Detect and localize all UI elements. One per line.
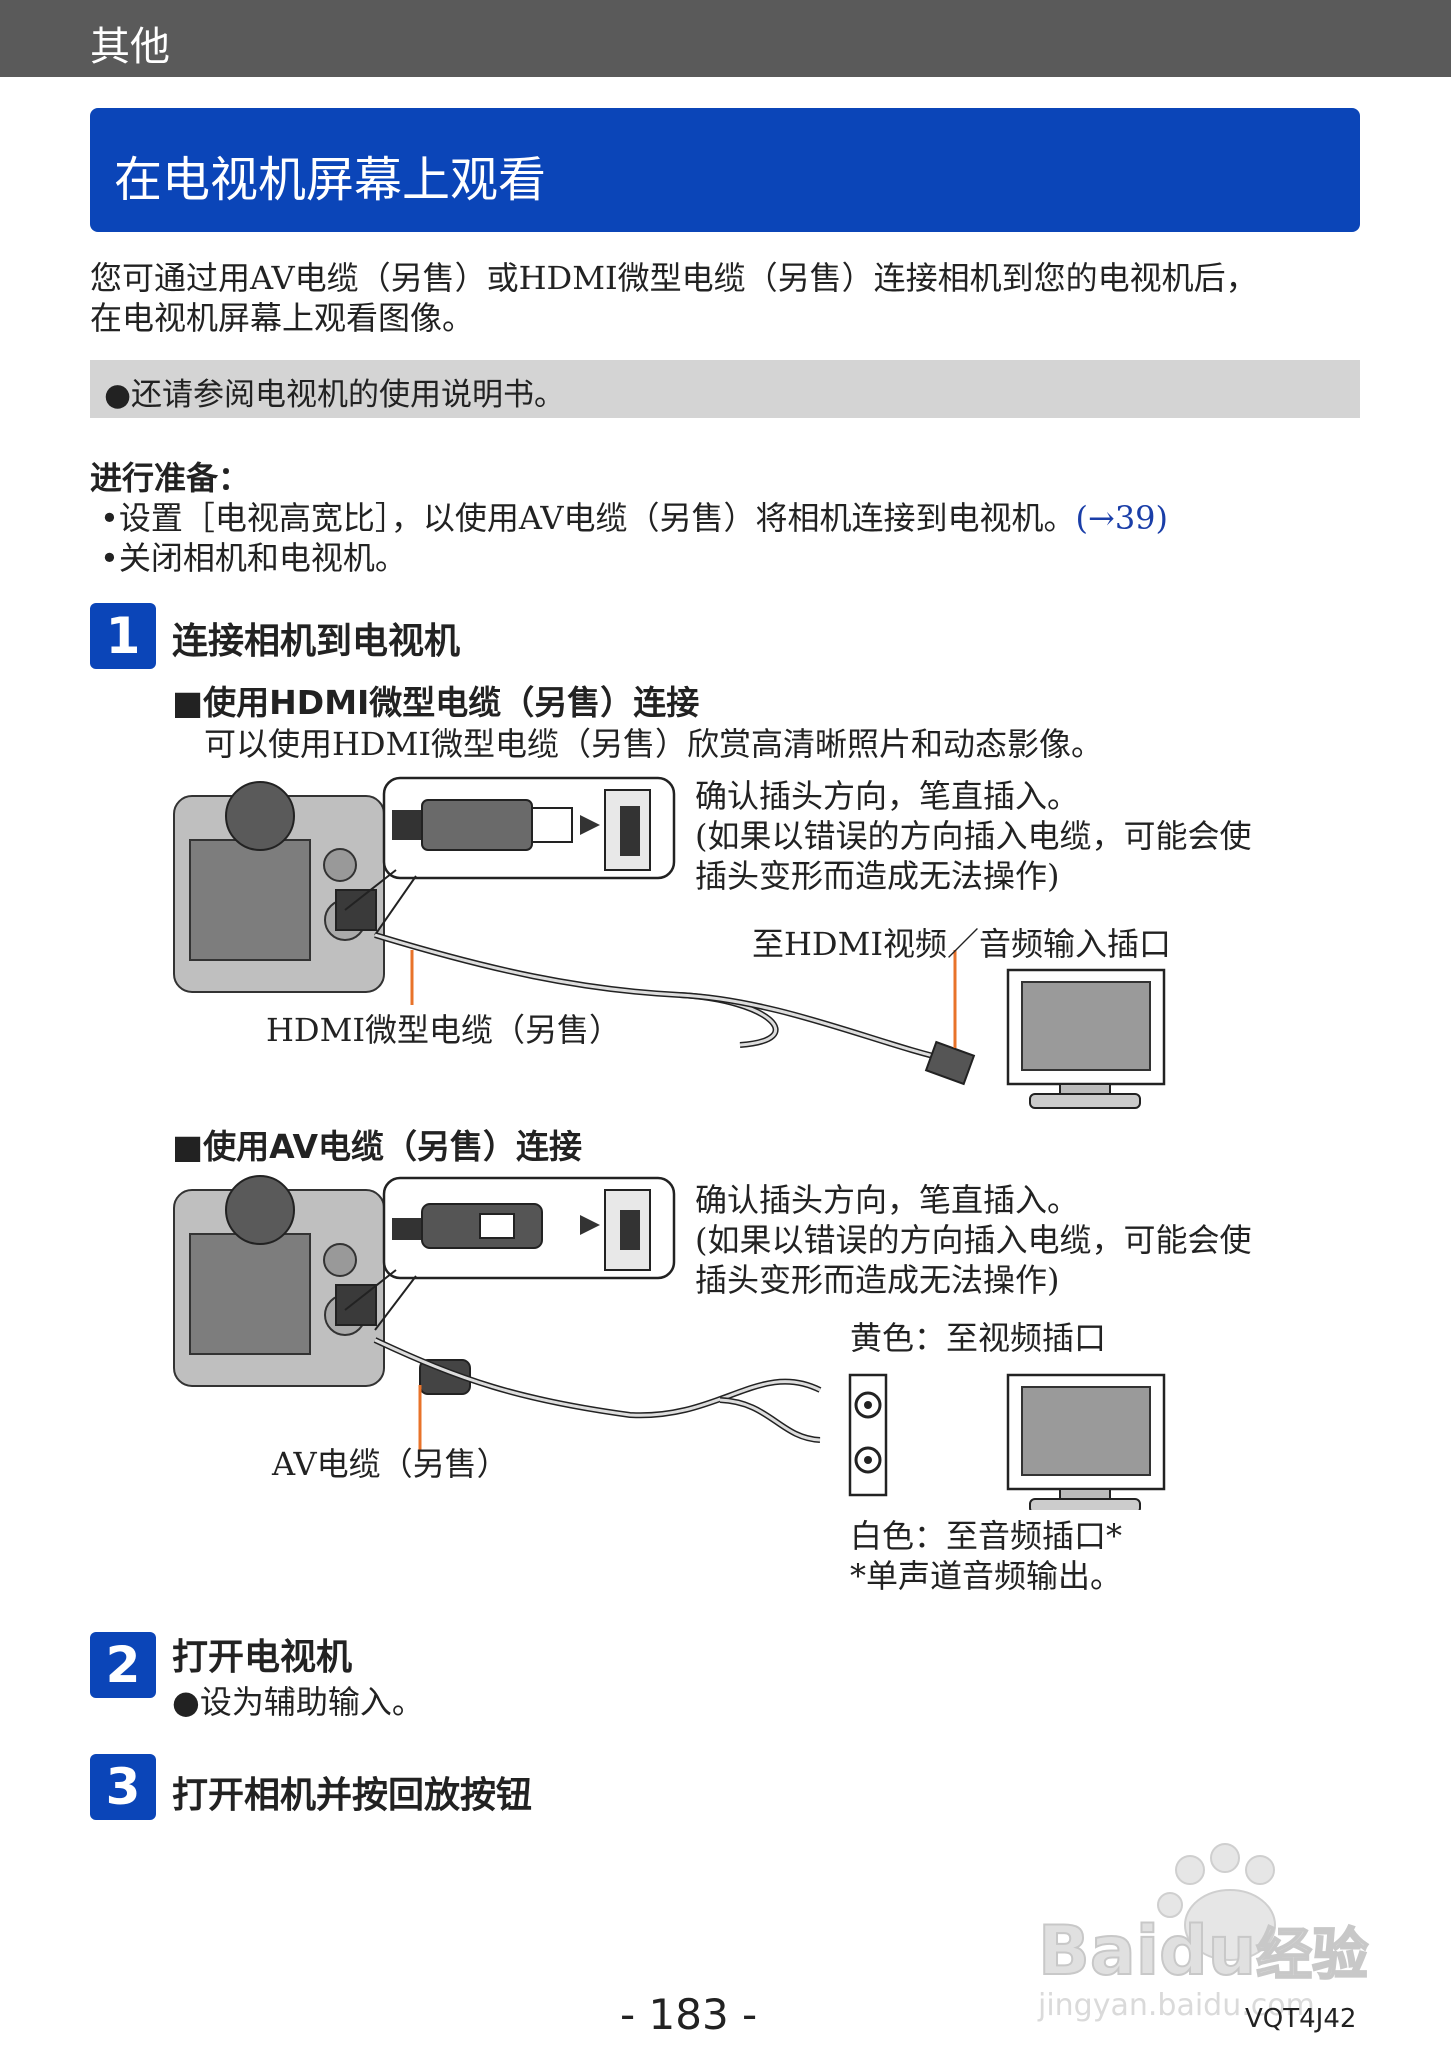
tv-illustration <box>1006 968 1166 1109</box>
section-header: 其他 <box>0 0 1451 77</box>
plug-zoom-inset <box>344 1176 676 1331</box>
preparation: 进行准备： •设置［电视高宽比］，以使用AV电缆（另售）将相机连接到电视机。(→… <box>90 458 1390 578</box>
prep-item-1-text: •设置［电视高宽比］，以使用AV电缆（另售）将相机连接到电视机。 <box>100 499 1076 537</box>
camera-illustration <box>173 1175 385 1387</box>
intro-text: 您可通过用AV电缆（另售）或HDMI微型电缆（另售）连接相机到您的电视机后， 在… <box>90 258 1370 338</box>
camera-illustration <box>173 781 385 993</box>
av-tip-1: 确认插头方向，笔直插入。 <box>695 1181 1080 1219</box>
step-2-desc: ●设为辅助输入。 <box>172 1683 424 1721</box>
baidu-watermark: Baidu经验 jingyan.baidu.com <box>1020 1830 1380 2030</box>
step-2-title: 打开电视机 <box>172 1637 353 1678</box>
watermark-brand: Baidu经验 <box>1037 1911 1369 1992</box>
hdmi-tip-3: 插头变形而造成无法操作) <box>695 857 1060 895</box>
av-tip-2: (如果以错误的方向插入电缆，可能会使 <box>695 1221 1252 1259</box>
av-footnote: *单声道音频输出。 <box>850 1557 1123 1595</box>
hdmi-tip-2: (如果以错误的方向插入电缆，可能会使 <box>695 817 1252 855</box>
step-2-number: 2 <box>90 1632 156 1698</box>
hdmi-tips: 确认插头方向，笔直插入。 (如果以错误的方向插入电缆，可能会使 插头变形而造成无… <box>695 776 1252 896</box>
av-white-label: 白色：至音频插口* <box>850 1517 1123 1555</box>
hdmi-connection-diagram <box>173 776 1166 1109</box>
step-3-title: 打开相机并按回放按钮 <box>172 1775 533 1816</box>
watermark-url: jingyan.baidu.com <box>1038 1988 1315 2023</box>
av-white-notes: 白色：至音频插口* *单声道音频输出。 <box>850 1516 1122 1596</box>
page-ref-link[interactable]: (→39) <box>1075 499 1169 537</box>
av-heading: ■使用AV电缆（另售）连接 <box>172 1127 583 1166</box>
hdmi-cable-label: HDMI微型电缆（另售） <box>266 1011 621 1049</box>
av-tip-3: 插头变形而造成无法操作) <box>695 1261 1060 1299</box>
section-label: 其他 <box>90 24 170 70</box>
av-tips: 确认插头方向，笔直插入。 (如果以错误的方向插入电缆，可能会使 插头变形而造成无… <box>695 1180 1252 1300</box>
prep-item-1: •设置［电视高宽比］，以使用AV电缆（另售）将相机连接到电视机。(→39) <box>100 498 1390 538</box>
step-1-title: 连接相机到电视机 <box>172 621 461 662</box>
document-code: VQT4J42 <box>1245 2004 1357 2034</box>
hdmi-tip-1: 确认插头方向，笔直插入。 <box>695 777 1080 815</box>
hdmi-desc: 可以使用HDMI微型电缆（另售）欣赏高清晰照片和动态影像。 <box>204 725 1103 763</box>
tv-illustration <box>1006 1373 1166 1510</box>
note-text: ●还请参阅电视机的使用说明书。 <box>104 377 566 413</box>
av-jack-panel <box>848 1373 888 1497</box>
paw-logo-icon <box>1157 1843 1276 1961</box>
hdmi-tv-label: 至HDMI视频／音频输入插口 <box>752 925 1171 963</box>
page-number: - 183 - <box>620 1990 758 2039</box>
hdmi-heading: ■使用HDMI微型电缆（另售）连接 <box>172 683 700 722</box>
av-connection-diagram <box>173 1175 1166 1510</box>
av-yellow-label: 黄色：至视频插口 <box>850 1319 1107 1357</box>
note-box: ●还请参阅电视机的使用说明书。 <box>90 360 1360 418</box>
intro-line-2: 在电视机屏幕上观看图像。 <box>90 299 475 337</box>
intro-line-1: 您可通过用AV电缆（另售）或HDMI微型电缆（另售）连接相机到您的电视机后， <box>90 259 1258 297</box>
step-1-number: 1 <box>90 603 156 669</box>
plug-zoom-inset <box>344 776 676 936</box>
page-title: 在电视机屏幕上观看 <box>114 152 547 208</box>
step-3-number: 3 <box>90 1754 156 1820</box>
page-title-banner: 在电视机屏幕上观看 <box>90 108 1360 232</box>
av-cable-label: AV电缆（另售） <box>272 1445 509 1483</box>
prep-heading: 进行准备： <box>90 459 251 497</box>
prep-item-2: •关闭相机和电视机。 <box>100 539 407 577</box>
